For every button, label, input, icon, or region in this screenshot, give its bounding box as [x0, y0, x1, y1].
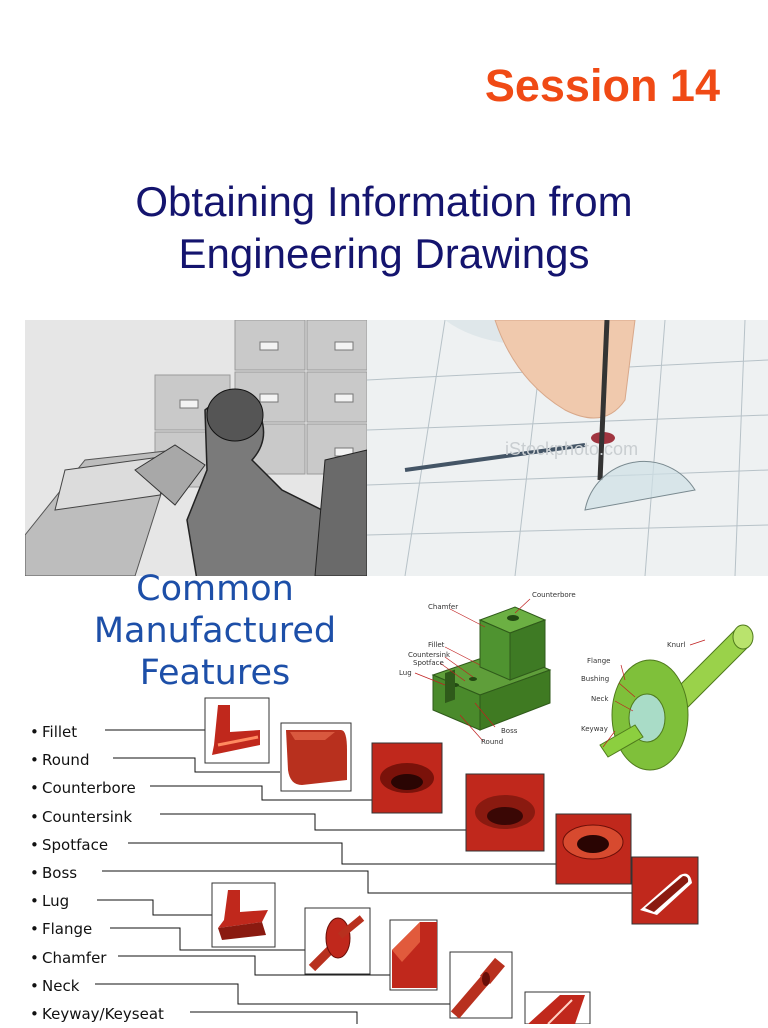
feature-countersink: Countersink — [42, 807, 133, 826]
leader-lines — [95, 729, 632, 1024]
feature-counterbore: Counterbore — [42, 779, 136, 798]
list-item: •Boss — [30, 863, 78, 882]
list-item: •Neck — [30, 976, 80, 995]
list-item: •Counterbore — [30, 779, 136, 798]
thumb-lug — [211, 882, 276, 948]
label-knurl: Knurl — [667, 641, 685, 649]
label-fillet: Fillet — [428, 641, 445, 649]
features-heading-line-1: Common — [136, 569, 294, 609]
label-chamfer: Chamfer — [428, 603, 458, 611]
label-countersink: Countersink — [408, 651, 451, 659]
green-block-diagram: Chamfer Counterbore Fillet Countersink S… — [399, 591, 576, 746]
label-lug: Lug — [399, 669, 412, 677]
list-item: •Spotface — [30, 835, 109, 854]
feature-keyway-keyseat: Keyway/Keyseat — [42, 1004, 164, 1023]
list-item: •Lug — [30, 892, 70, 911]
thumb-keyway — [524, 991, 591, 1024]
list-item: •Chamfer — [30, 948, 107, 967]
list-item: •Flange — [30, 920, 93, 939]
feature-lug: Lug — [42, 892, 70, 911]
photo-banner: iStockphoto.com — [25, 320, 768, 576]
title-line-1: Obtaining Information from — [135, 178, 633, 225]
feature-round: Round — [42, 751, 90, 770]
features-heading-line-3: Features — [139, 653, 291, 693]
label-keyway: Keyway — [581, 725, 608, 733]
label-spotface: Spotface — [413, 659, 444, 667]
thumb-counterbore — [371, 742, 443, 814]
label-counterbore: Counterbore — [532, 591, 576, 599]
thumb-fillet — [204, 697, 270, 764]
list-item: •Countersink — [30, 807, 133, 826]
label-flange: Flange — [587, 657, 610, 665]
thumb-countersink — [465, 773, 545, 852]
features-heading-line-2: Manufactured — [93, 611, 337, 651]
slide-title: Obtaining Information from Engineering D… — [60, 176, 708, 280]
drafter-illustration — [25, 320, 368, 576]
thumb-neck — [449, 951, 513, 1019]
feature-spotface: Spotface — [42, 835, 109, 854]
list-item: •Round — [30, 751, 90, 770]
feature-list: •Fillet •Round •Counterbore •Countersink… — [30, 718, 164, 1028]
feature-boss: Boss — [42, 863, 78, 882]
list-item: •Fillet — [30, 723, 78, 741]
feature-neck: Neck — [42, 976, 80, 995]
feature-fillet: Fillet — [42, 723, 78, 741]
label-neck: Neck — [591, 695, 609, 703]
photo-watermark: iStockphoto.com — [505, 439, 638, 459]
session-label: Session 14 — [484, 60, 720, 111]
thumb-round — [280, 722, 352, 792]
thumb-spotface — [555, 813, 632, 885]
thumb-flange — [304, 907, 371, 975]
shaft-diagram: Knurl Flange Bushing Neck Keyway — [581, 624, 754, 771]
feature-chamfer: Chamfer — [42, 948, 107, 967]
blueprint-photo: iStockphoto.com — [366, 320, 768, 576]
features-heading: Common Manufactured Features — [60, 568, 370, 694]
title-line-2: Engineering Drawings — [178, 230, 590, 277]
feature-thumbnails — [95, 697, 699, 1024]
thumb-chamfer — [389, 919, 438, 991]
list-item: •Keyway/Keyseat — [30, 1004, 164, 1023]
feature-diagrams: Chamfer Counterbore Fillet Countersink S… — [399, 591, 754, 771]
label-boss: Boss — [501, 727, 518, 735]
feature-flange: Flange — [42, 920, 93, 939]
label-bushing: Bushing — [581, 675, 609, 683]
thumb-boss — [631, 856, 699, 925]
label-round: Round — [481, 738, 503, 746]
